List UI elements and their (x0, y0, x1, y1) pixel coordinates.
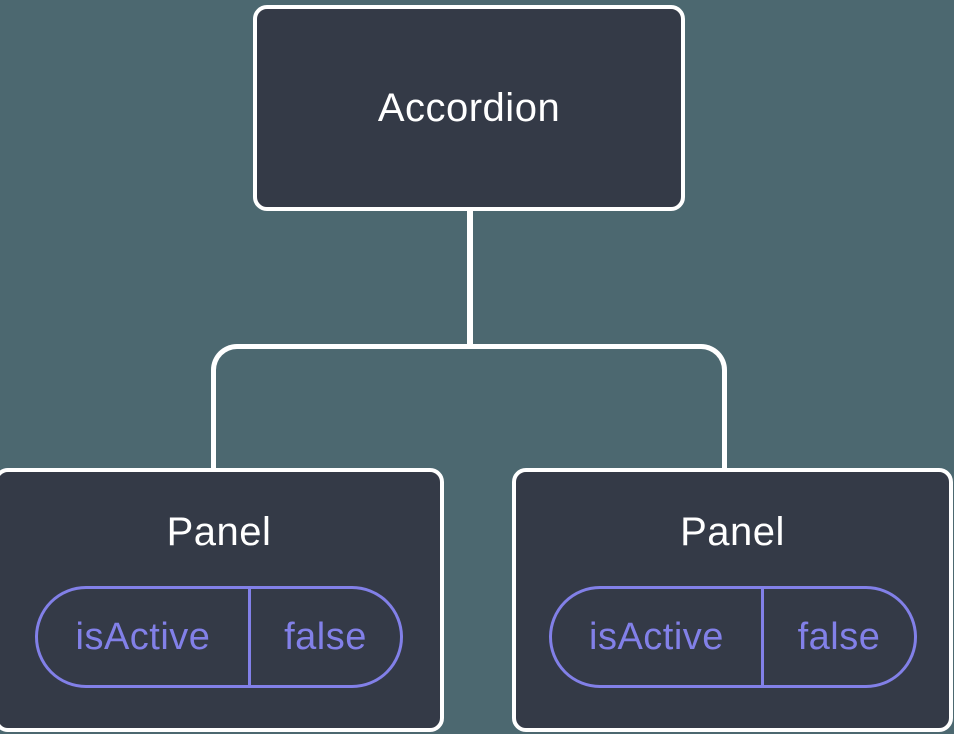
state-value: false (761, 589, 913, 685)
state-value: false (247, 589, 400, 685)
component-node-panel-right: Panel isActive false (512, 468, 953, 732)
node-label: Panel (680, 510, 785, 554)
node-label: Accordion (377, 86, 561, 130)
state-key: isActive (589, 615, 724, 658)
connector-branch-bracket (211, 344, 727, 470)
state-key: isActive (75, 615, 211, 658)
connector-stem-line (467, 211, 473, 347)
component-node-panel-left: Panel isActive false (0, 468, 444, 732)
node-label: Panel (166, 510, 272, 554)
state-pill: isActive false (548, 586, 917, 688)
state-pill: isActive false (35, 586, 403, 688)
component-node-accordion: Accordion (253, 5, 685, 211)
